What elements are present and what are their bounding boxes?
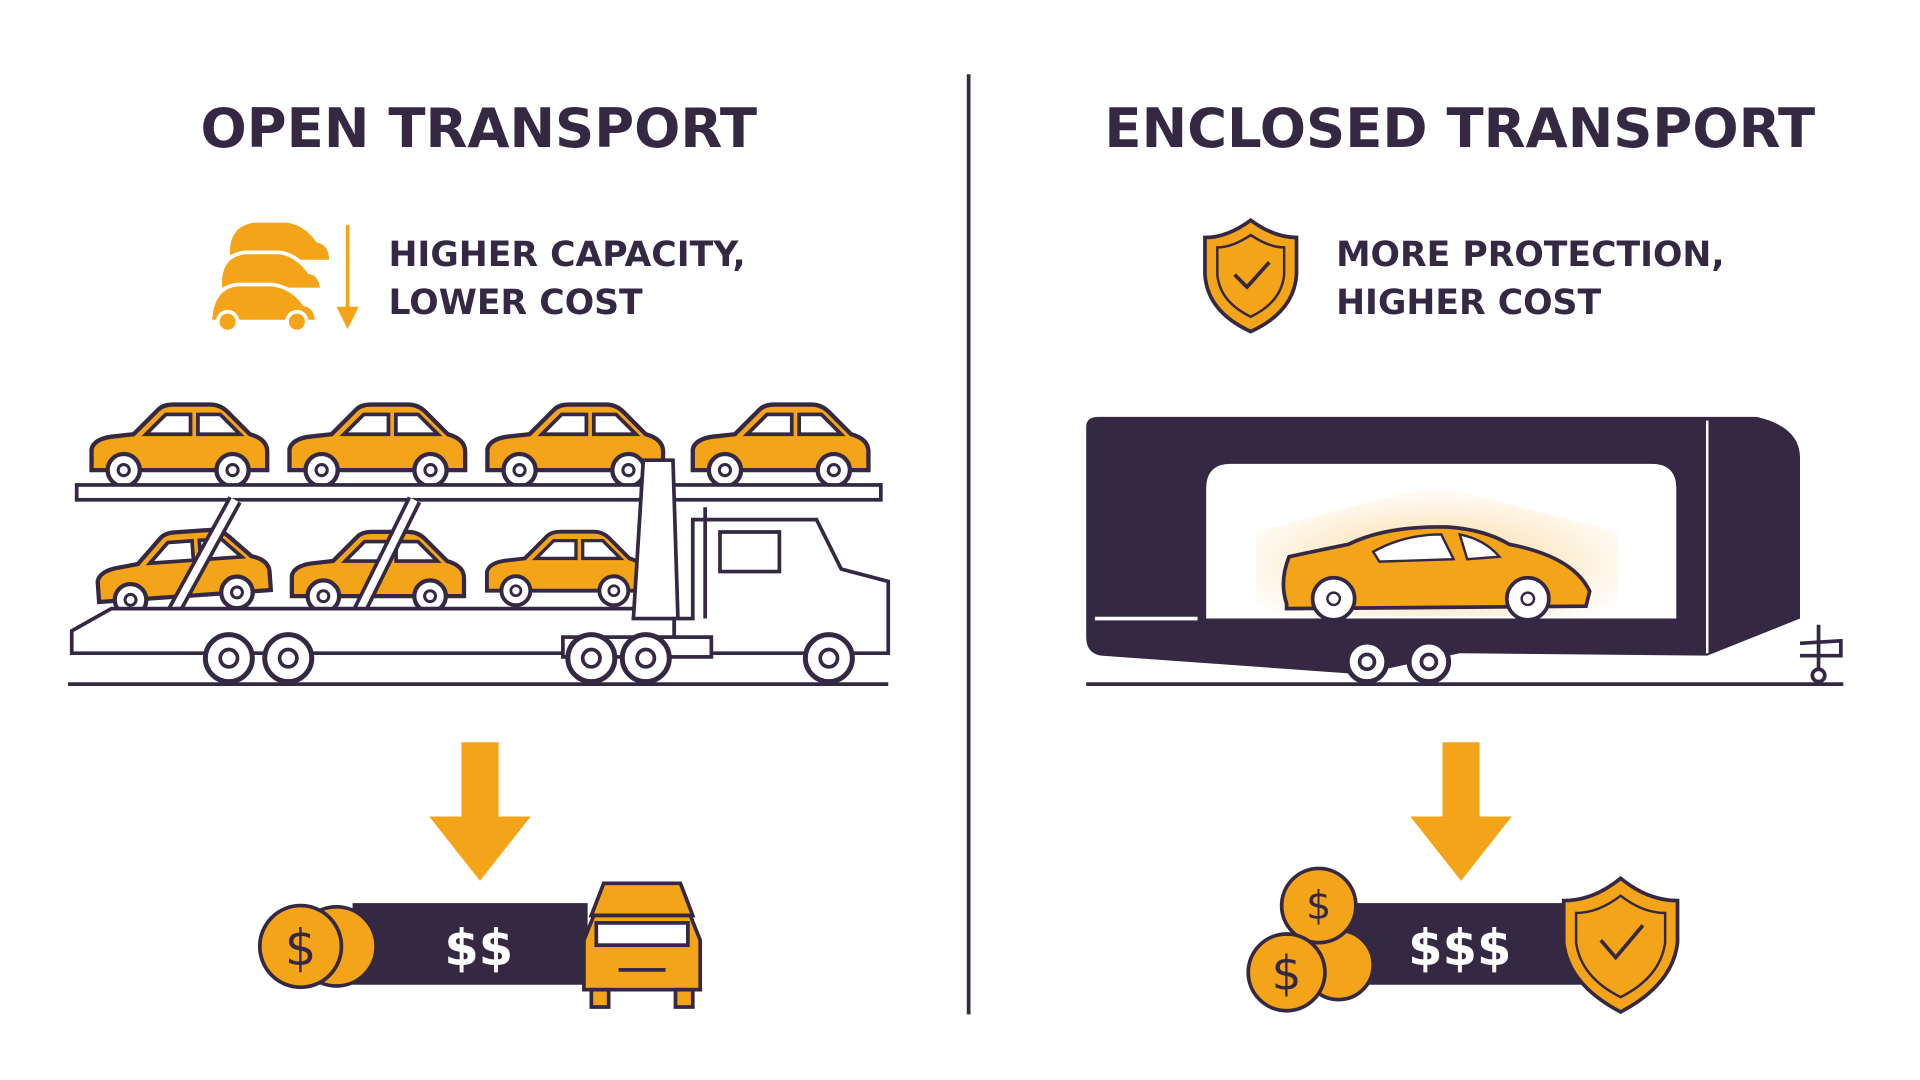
car-carrier-truck [68, 402, 891, 686]
open-price-label: $$ [444, 919, 513, 977]
open-benefit-line2: LOWER COST [388, 283, 643, 323]
sedan-car-icon [289, 529, 467, 615]
car-front-icon [582, 881, 703, 1009]
enclosed-trailer [1086, 416, 1844, 686]
enclosed-price-label: $$$ [1408, 919, 1511, 977]
svg-text:$: $ [1272, 947, 1302, 1002]
sedan-car-icon [95, 527, 274, 618]
wheel-icon [565, 632, 618, 685]
open-price-bar: $ $$ [257, 881, 703, 1009]
sedan-car-icon [89, 402, 270, 489]
open-transport-panel: OPEN TRANSPORT HIGHER CAPACITY, LOWER CO… [68, 96, 891, 1009]
down-arrow-icon [1410, 742, 1512, 881]
sedan-car-icon [287, 402, 468, 489]
enclosed-price-bar: $ $ $$$ [1246, 866, 1680, 1015]
wheel-icon [262, 632, 315, 685]
enclosed-benefit-line1: MORE PROTECTION, [1336, 235, 1724, 275]
sedan-car-icon [485, 402, 666, 489]
stacked-cars-down-arrow-icon [208, 222, 359, 334]
svg-text:$: $ [285, 919, 316, 977]
sports-car-icon [1281, 525, 1592, 622]
sedan-car-icon [690, 402, 871, 489]
wheel-icon [202, 632, 255, 685]
svg-text:$: $ [1306, 883, 1331, 929]
open-benefit-line1: HIGHER CAPACITY, [388, 235, 745, 275]
wheel-icon [619, 632, 672, 685]
wheel-icon [802, 632, 855, 685]
enclosed-transport-panel: ENCLOSED TRANSPORT MORE PROTECTION, HIGH… [1086, 96, 1844, 1015]
enclosed-transport-title: ENCLOSED TRANSPORT [1104, 96, 1815, 160]
shield-check-icon [1561, 875, 1680, 1015]
enclosed-benefit-line2: HIGHER COST [1336, 283, 1601, 323]
coins-icon: $ $ [1246, 866, 1376, 1013]
down-arrow-icon [429, 742, 531, 881]
open-transport-title: OPEN TRANSPORT [201, 96, 757, 160]
shield-check-icon [1203, 217, 1299, 334]
sedan-car-icon [484, 529, 647, 608]
